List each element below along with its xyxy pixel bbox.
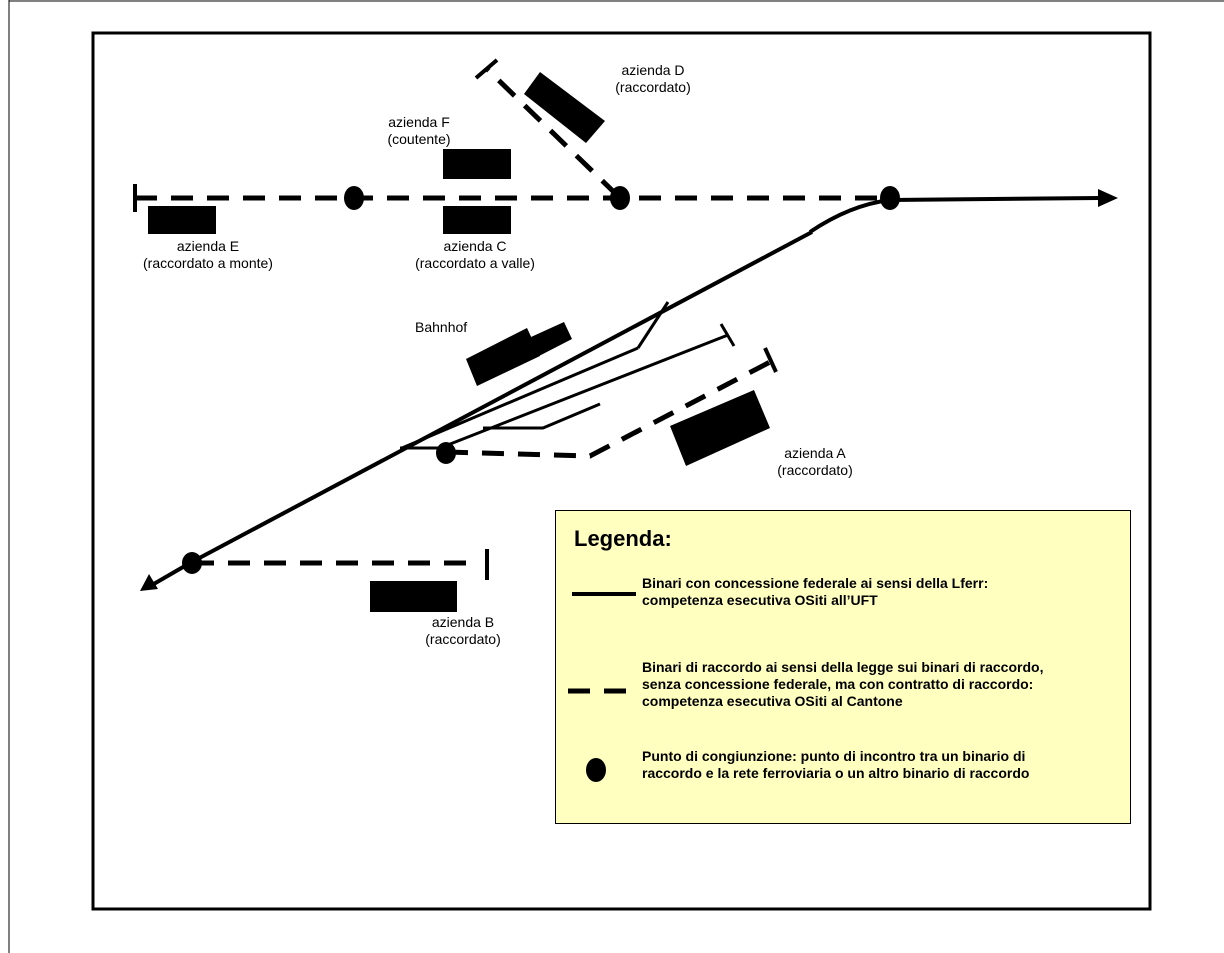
diagram-frame — [91, 31, 1152, 911]
siding-line-a — [445, 359, 772, 459]
building-azienda-b — [370, 581, 457, 612]
junction-dot-3 — [880, 186, 900, 210]
label-azienda-f-name: azienda F — [388, 114, 450, 130]
label-azienda-b: azienda B (raccordato) — [425, 614, 500, 648]
label-azienda-d: azienda D (raccordato) — [615, 62, 690, 96]
building-azienda-e — [148, 206, 216, 234]
label-azienda-d-name: azienda D — [621, 62, 685, 78]
building-azienda-c — [443, 206, 511, 234]
buffer-stop-station — [719, 323, 736, 347]
junction-dot-2 — [610, 186, 630, 210]
legend-title: Legenda: — [574, 526, 672, 551]
label-azienda-e-type: (raccordato a monte) — [143, 255, 273, 271]
legend-junction-dot-text: Punto di congiunzione: punto di incontro… — [642, 748, 1122, 782]
label-azienda-a-name: azienda A — [784, 445, 846, 461]
legend-dashed-line-text-3: competenza esecutiva OSiti al Cantone — [642, 693, 903, 709]
legend-box: Legenda: Binari con concessione federale… — [555, 510, 1131, 824]
building-bahnhof-2 — [531, 322, 572, 356]
junction-dot-5 — [182, 552, 202, 574]
legend-dashed-line-icon — [568, 688, 636, 694]
label-azienda-b-name: azienda B — [431, 614, 495, 630]
siding-line-d — [486, 68, 620, 198]
legend-junction-dot-text-1: Punto di congiunzione: punto di incontro… — [642, 748, 1026, 764]
station-track-1 — [401, 346, 639, 450]
label-azienda-f: azienda F (coutente) — [387, 114, 450, 148]
legend-dashed-line-text-1: Binari di raccordo ai sensi della legge … — [642, 659, 1044, 675]
legend-junction-dot-text-2: raccordo e la rete ferroviaria o un altr… — [642, 765, 1030, 781]
arrow-left — [140, 574, 158, 591]
legend-solid-line-text-2: competenza esecutiva OSiti all’UFT — [642, 592, 878, 608]
building-bahnhof-1 — [466, 328, 540, 386]
label-azienda-a: azienda A (raccordato) — [777, 445, 852, 479]
label-azienda-d-type: (raccordato) — [615, 79, 691, 95]
label-azienda-c-type: (raccordato a valle) — [415, 255, 535, 271]
label-azienda-b-type: (raccordato) — [425, 631, 501, 647]
legend-solid-line-text: Binari con concessione federale ai sensi… — [642, 575, 1122, 609]
junction-dot-1 — [344, 186, 364, 210]
building-azienda-f — [443, 149, 511, 179]
legend-solid-line-icon — [572, 592, 636, 596]
junction-dot-4 — [436, 442, 456, 464]
legend-dashed-line-text-2: senza concessione federale, ma con contr… — [642, 676, 1034, 692]
legend-solid-line-text-1: Binari con concessione federale ai sensi… — [642, 575, 989, 591]
building-azienda-a — [670, 390, 770, 466]
label-azienda-c-name: azienda C — [443, 238, 507, 254]
legend-junction-dot-icon — [586, 758, 606, 782]
buffer-stop-d — [474, 58, 499, 80]
building-azienda-d — [524, 72, 605, 143]
buffer-stop-a — [763, 347, 778, 373]
label-azienda-f-type: (coutente) — [387, 131, 451, 147]
label-azienda-e-name: azienda E — [176, 238, 240, 254]
legend-dashed-line-text: Binari di raccordo ai sensi della legge … — [642, 659, 1122, 710]
label-azienda-a-type: (raccordato) — [777, 462, 853, 478]
label-azienda-e: azienda E (raccordato a monte) — [143, 238, 273, 272]
arrow-right — [1098, 189, 1118, 207]
mainline-diagonal — [189, 230, 813, 565]
mainline-right — [808, 196, 1101, 234]
label-azienda-c: azienda C (raccordato a valle) — [415, 238, 535, 272]
label-bahnhof: Bahnhof — [415, 319, 468, 335]
station-switch — [636, 301, 670, 349]
